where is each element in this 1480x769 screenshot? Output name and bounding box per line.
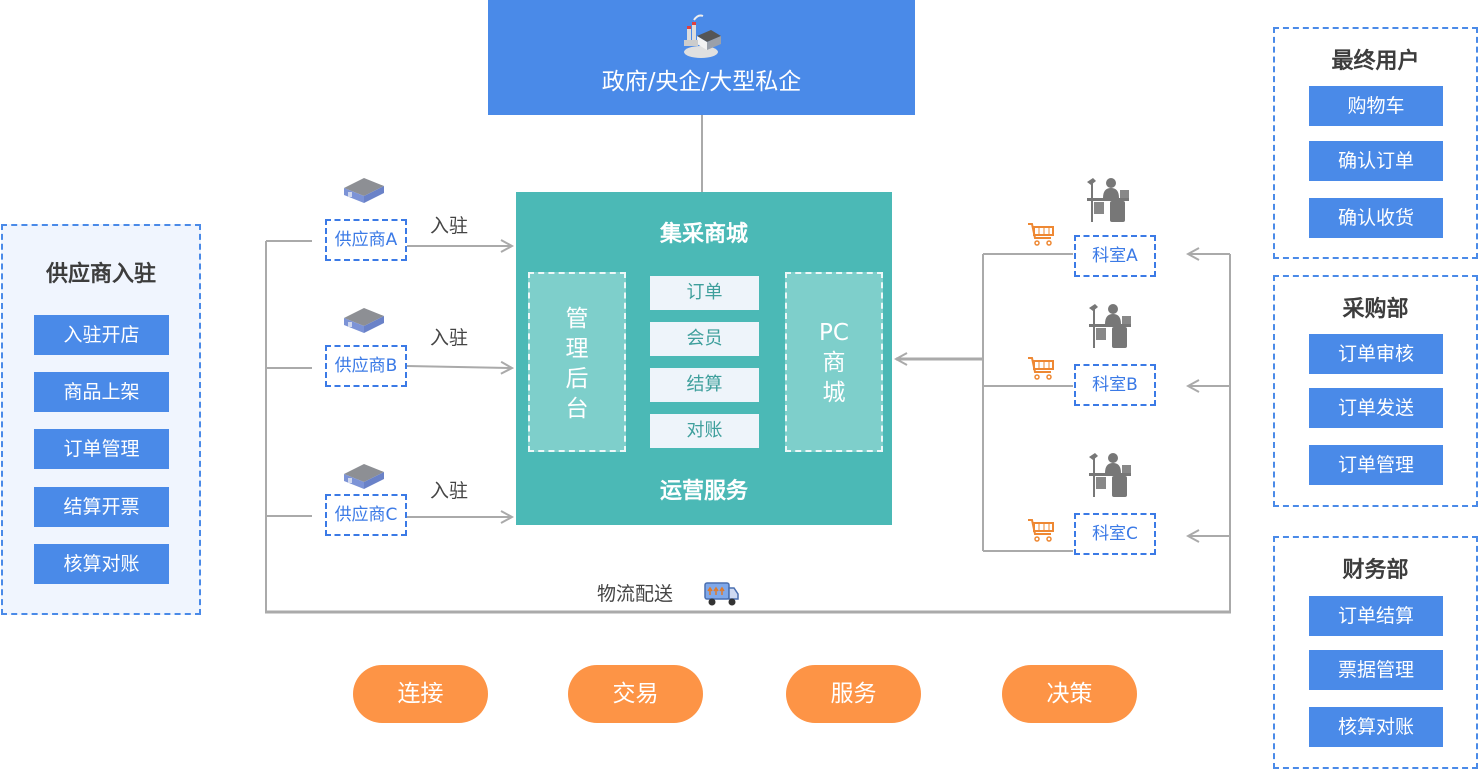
office-worker-icon	[1087, 178, 1129, 222]
finance-item-order-settlement[interactable]: 订单结算	[1309, 596, 1443, 636]
supplier-item-settlement-invoice[interactable]: 结算开票	[34, 487, 169, 527]
supplier-panel-title: 供应商入驻	[45, 262, 156, 287]
logistics-label: 物流配送	[597, 583, 674, 605]
finance-item-invoice-management[interactable]: 票据管理	[1309, 650, 1443, 690]
office-worker-icon	[1089, 304, 1131, 348]
supplier-b-node[interactable]: 供应商B	[325, 345, 407, 387]
government-enterprise-box: 政府/央企/大型私企	[488, 0, 915, 115]
pc-mall-label: PC 商 城	[819, 320, 849, 406]
supplier-item-list-products[interactable]: 商品上架	[34, 372, 169, 412]
supplier-item-reconciliation[interactable]: 核算对账	[34, 544, 169, 584]
finance-dept-panel: 财务部 订单结算 票据管理 核算对账	[1273, 536, 1478, 769]
admin-backend-box[interactable]: 管 理 后 台	[528, 272, 626, 452]
pillar-decision: 决策	[1002, 665, 1137, 723]
supplier-item-open-store[interactable]: 入驻开店	[34, 315, 169, 355]
office-worker-icon	[1089, 453, 1131, 497]
finance-dept-title: 财务部	[1342, 558, 1409, 583]
purchasing-item-order-management[interactable]: 订单管理	[1309, 445, 1443, 485]
procurement-mall-box: 集采商城 管 理 后 台 订单 会员 结算 对账 PC 商 城 运营服务	[516, 192, 892, 525]
module-reconciliation[interactable]: 对账	[650, 414, 759, 448]
truck-icon	[704, 582, 739, 606]
warehouse-icon	[344, 308, 384, 333]
purchasing-item-order-review[interactable]: 订单审核	[1309, 334, 1443, 374]
supplier-c-node[interactable]: 供应商C	[325, 494, 407, 536]
department-a-node[interactable]: 科室A	[1074, 235, 1156, 277]
supplier-onboarding-panel: 供应商入驻 入驻开店 商品上架 订单管理 结算开票 核算对账	[1, 224, 201, 615]
pillar-service: 服务	[786, 665, 921, 723]
department-c-node[interactable]: 科室C	[1074, 513, 1156, 555]
shopping-cart-icon	[1028, 223, 1054, 246]
module-members[interactable]: 会员	[650, 322, 759, 356]
supplier-b-arrow	[406, 366, 512, 368]
supplier-item-order-management[interactable]: 订单管理	[34, 429, 169, 469]
supplier-a-node[interactable]: 供应商A	[325, 219, 407, 261]
end-user-item-cart[interactable]: 购物车	[1309, 86, 1443, 126]
purchasing-item-order-send[interactable]: 订单发送	[1309, 388, 1443, 428]
end-user-panel: 最终用户 购物车 确认订单 确认收货	[1273, 27, 1478, 259]
shopping-cart-icon	[1028, 519, 1054, 542]
mall-title: 集采商城	[659, 222, 748, 247]
finance-item-reconciliation[interactable]: 核算对账	[1309, 707, 1443, 747]
department-b-node[interactable]: 科室B	[1074, 364, 1156, 406]
admin-backend-label: 管 理 后 台	[565, 306, 589, 422]
warehouse-icon	[344, 178, 384, 203]
pillar-connect: 连接	[353, 665, 488, 723]
end-user-title: 最终用户	[1331, 49, 1420, 74]
operations-service-label: 运营服务	[659, 479, 748, 504]
warehouse-icon	[344, 464, 384, 489]
onboard-label-a: 入驻	[430, 215, 469, 237]
purchasing-dept-panel: 采购部 订单审核 订单发送 订单管理	[1273, 275, 1478, 507]
end-user-item-confirm-receipt[interactable]: 确认收货	[1309, 198, 1443, 238]
module-settlement[interactable]: 结算	[650, 368, 759, 402]
purchasing-dept-title: 采购部	[1342, 297, 1409, 322]
shopping-cart-icon	[1028, 357, 1054, 380]
onboard-label-b: 入驻	[430, 327, 469, 349]
government-enterprise-title: 政府/央企/大型私企	[601, 69, 802, 95]
module-orders[interactable]: 订单	[650, 276, 759, 310]
factory-icon	[684, 14, 721, 58]
onboard-label-c: 入驻	[430, 480, 469, 502]
pc-mall-box[interactable]: PC 商 城	[785, 272, 883, 452]
end-user-item-confirm-order[interactable]: 确认订单	[1309, 141, 1443, 181]
pillar-trade: 交易	[568, 665, 703, 723]
